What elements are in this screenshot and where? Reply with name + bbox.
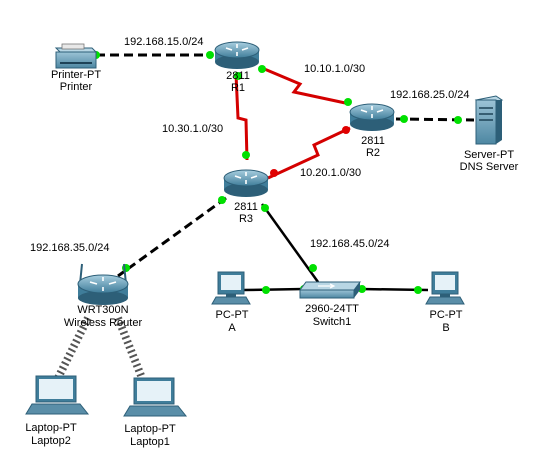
printer-device[interactable]: Printer-PT Printer xyxy=(51,43,101,93)
pc-a-name-label: A xyxy=(228,322,236,334)
link-pca-switch[interactable] xyxy=(243,287,305,292)
link-r1-r2-serial[interactable] xyxy=(261,66,351,106)
laptop-icon xyxy=(25,375,90,415)
link-r1-r3-serial[interactable] xyxy=(234,73,249,161)
laptop-icon xyxy=(123,377,188,417)
link-r3-wireless[interactable] xyxy=(117,196,227,278)
pc-icon xyxy=(211,271,251,305)
wireless-router-device[interactable]: WRT300N Wireless Router xyxy=(64,263,143,329)
pc-icon xyxy=(425,271,465,305)
laptop2-device[interactable]: Laptop-PT Laptop2 xyxy=(25,375,90,447)
laptop1-device[interactable]: Laptop-PT Laptop1 xyxy=(123,377,188,448)
switch-icon xyxy=(299,281,361,299)
router-r3[interactable]: 2811 R3 xyxy=(223,169,269,225)
router-icon xyxy=(223,169,269,197)
wireless-link-laptop2 xyxy=(54,316,92,380)
laptop1-type-label: Laptop-PT xyxy=(124,423,176,435)
laptop2-name-label: Laptop2 xyxy=(31,435,71,447)
printer-type-label: Printer-PT xyxy=(51,69,101,81)
network-label-r1-r2: 10.10.1.0/30 xyxy=(304,63,365,75)
router-icon xyxy=(214,41,260,69)
dns-server-device[interactable]: Server-PT DNS Server xyxy=(460,95,519,173)
server-icon xyxy=(474,95,504,145)
switch-name-label: Switch1 xyxy=(313,316,352,328)
link-r2-r3-serial[interactable] xyxy=(267,126,351,180)
printer-name-label: Printer xyxy=(60,81,93,93)
router-icon xyxy=(349,103,395,131)
pc-b-type-label: PC-PT xyxy=(430,309,463,321)
router-r2-name-label: R2 xyxy=(366,147,380,159)
wireless-router-icon xyxy=(77,263,129,305)
pc-b-name-label: B xyxy=(442,322,449,334)
wireless-router-model-label: WRT300N xyxy=(77,304,128,316)
server-name-label: DNS Server xyxy=(460,161,519,173)
wireless-router-name-label: Wireless Router xyxy=(64,317,143,329)
switch1-device[interactable]: 2960-24TT Switch1 xyxy=(299,281,361,328)
server-type-label: Server-PT xyxy=(464,149,514,161)
network-label-server-lan: 192.168.25.0/24 xyxy=(390,89,470,101)
router-r2-model-label: 2811 xyxy=(361,135,385,147)
router-r1[interactable]: 2811 R1 xyxy=(214,41,260,94)
pc-a-device[interactable]: PC-PT A xyxy=(211,271,251,334)
network-label-wireless-lan: 192.168.35.0/24 xyxy=(30,242,110,254)
laptop2-type-label: Laptop-PT xyxy=(25,422,77,434)
router-r1-name-label: R1 xyxy=(231,82,245,94)
network-label-r2-r3: 10.20.1.0/30 xyxy=(300,167,361,179)
printer-icon xyxy=(54,43,98,69)
pc-a-type-label: PC-PT xyxy=(216,309,249,321)
link-r3-switch[interactable] xyxy=(260,203,320,283)
router-r3-name-label: R3 xyxy=(239,213,253,225)
router-r3-model-label: 2811 xyxy=(234,201,258,213)
network-label-switch-lan: 192.168.45.0/24 xyxy=(310,238,390,250)
router-r1-model-label: 2811 xyxy=(226,70,250,82)
router-r2[interactable]: 2811 R2 xyxy=(349,103,395,159)
port-status-indicators xyxy=(92,51,462,294)
network-label-r1-r3: 10.30.1.0/30 xyxy=(162,123,223,135)
pc-b-device[interactable]: PC-PT B xyxy=(425,271,465,334)
wireless-link-laptop1 xyxy=(114,316,146,380)
network-label-printer-lan: 192.168.15.0/24 xyxy=(124,36,204,48)
switch-model-label: 2960-24TT xyxy=(305,303,359,315)
laptop1-name-label: Laptop1 xyxy=(130,436,170,448)
